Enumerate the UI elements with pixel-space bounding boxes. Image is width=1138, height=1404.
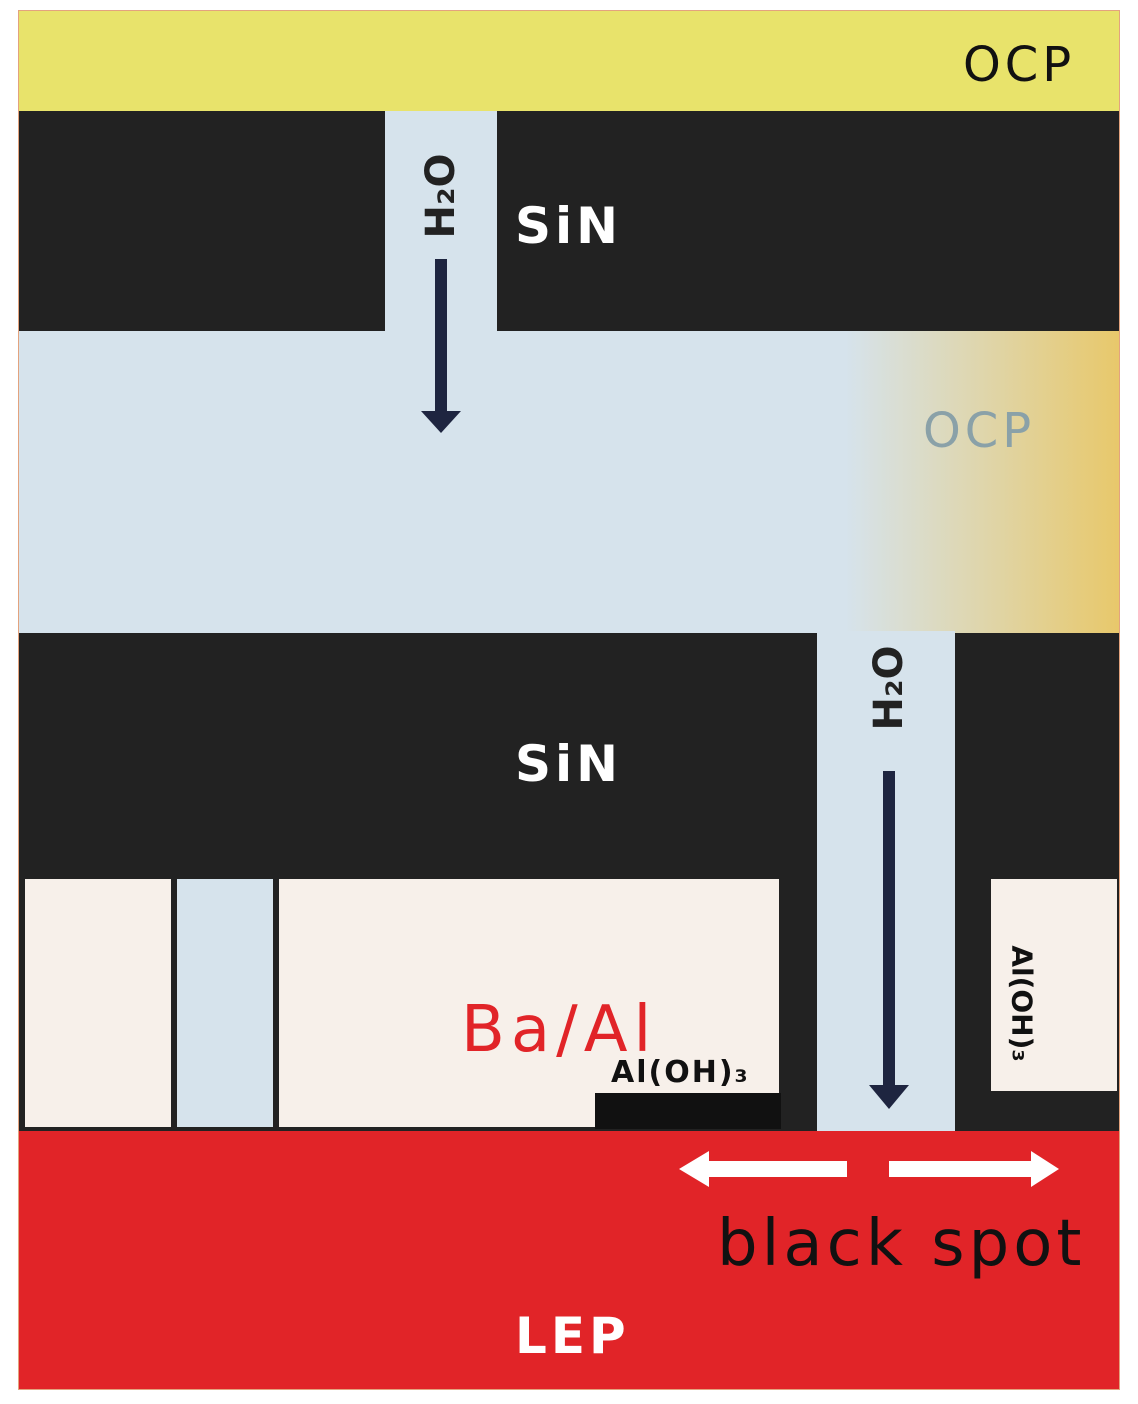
cathode-cell-1 — [25, 879, 171, 1127]
layer-stack — [19, 11, 1119, 1389]
spread-arrow-left-head — [679, 1151, 709, 1187]
h2o-label-mid: H₂O — [866, 645, 912, 731]
ocp-top-layer — [19, 11, 1119, 111]
spread-arrow-left-shaft — [703, 1161, 847, 1177]
aloh-block — [595, 1093, 781, 1129]
black-spot-label: black spot — [717, 1207, 1086, 1281]
ocp-top-label: OCP — [963, 37, 1076, 93]
ingress-arrowhead-top — [421, 411, 461, 433]
cathode-cell-3 — [991, 879, 1117, 1091]
cathode-gap-1 — [177, 879, 273, 1127]
cathode-label: Ba/Al — [461, 993, 658, 1067]
cathode-cell-2 — [279, 879, 779, 1127]
ocp-mid-label: OCP — [923, 403, 1036, 459]
oled-cross-section-diagram: OCP SiN OCP SiN H₂O H₂O Ba/Al Al(OH)₃ Al… — [18, 10, 1120, 1390]
spread-arrow-right-head — [1031, 1151, 1059, 1187]
lep-label: LEP — [515, 1307, 630, 1365]
aloh-label-vertical: Al(OH)₃ — [1005, 945, 1039, 1062]
sin-top-layer — [19, 111, 1119, 331]
spread-arrow-right-shaft — [889, 1161, 1039, 1177]
sin-top-label: SiN — [515, 197, 622, 255]
sin-mid-label: SiN — [515, 735, 622, 793]
ingress-arrowhead-mid — [869, 1085, 909, 1109]
aloh-label-horizontal: Al(OH)₃ — [611, 1055, 750, 1090]
ocp-mid-layer — [19, 331, 1119, 633]
h2o-label-top: H₂O — [418, 153, 464, 239]
